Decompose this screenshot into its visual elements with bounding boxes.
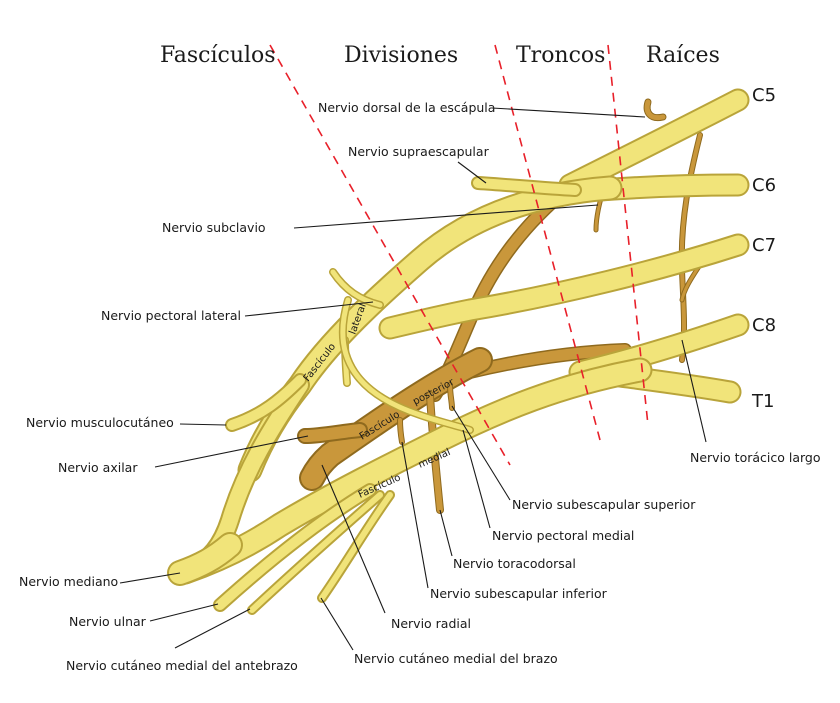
label-cutaneo-antebrazo: Nervio cutáneo medial del antebrazo <box>66 658 298 673</box>
root-labels: C5 C6 C7 C8 T1 <box>751 85 776 412</box>
boundary-divisions-trunks <box>494 44 601 441</box>
column-headers: Fascículos Divisiones Troncos Raíces <box>160 43 720 68</box>
root-t1: T1 <box>751 391 774 412</box>
label-pectoral-lateral: Nervio pectoral lateral <box>101 308 241 323</box>
label-dorsal-escapula: Nervio dorsal de la escápula <box>318 100 495 115</box>
label-ulnar: Nervio ulnar <box>69 614 147 629</box>
label-subclavio: Nervio subclavio <box>162 220 266 235</box>
root-c7: C7 <box>752 235 776 256</box>
label-mediano: Nervio mediano <box>19 574 118 589</box>
label-musculocutaneo: Nervio musculocutáneo <box>26 415 174 430</box>
label-cutaneo-brazo: Nervio cutáneo medial del brazo <box>354 651 558 666</box>
label-subescapular-inferior: Nervio subescapular inferior <box>430 586 608 601</box>
nerve-labels: Nervio dorsal de la escápula Nervio supr… <box>19 100 821 673</box>
header-divisiones: Divisiones <box>344 43 458 68</box>
label-radial: Nervio radial <box>391 616 471 631</box>
label-pectoral-medial: Nervio pectoral medial <box>492 528 634 543</box>
root-c5: C5 <box>752 85 776 106</box>
label-axilar: Nervio axilar <box>58 460 138 475</box>
header-troncos: Troncos <box>516 43 605 68</box>
label-subescapular-superior: Nervio subescapular superior <box>512 497 696 512</box>
root-c6: C6 <box>752 175 776 196</box>
root-c8: C8 <box>752 315 776 336</box>
leader-lines <box>119 107 707 651</box>
boundary-cords-divisions <box>269 44 511 466</box>
yellow-nerves <box>167 88 750 615</box>
division-boundaries <box>269 44 649 466</box>
label-supraescapular: Nervio supraescapular <box>348 144 490 159</box>
header-fasciculos: Fascículos <box>160 43 276 68</box>
label-toracodorsal: Nervio toracodorsal <box>453 556 576 571</box>
header-raices: Raíces <box>646 43 720 68</box>
label-toracico-largo: Nervio torácico largo <box>690 450 821 465</box>
